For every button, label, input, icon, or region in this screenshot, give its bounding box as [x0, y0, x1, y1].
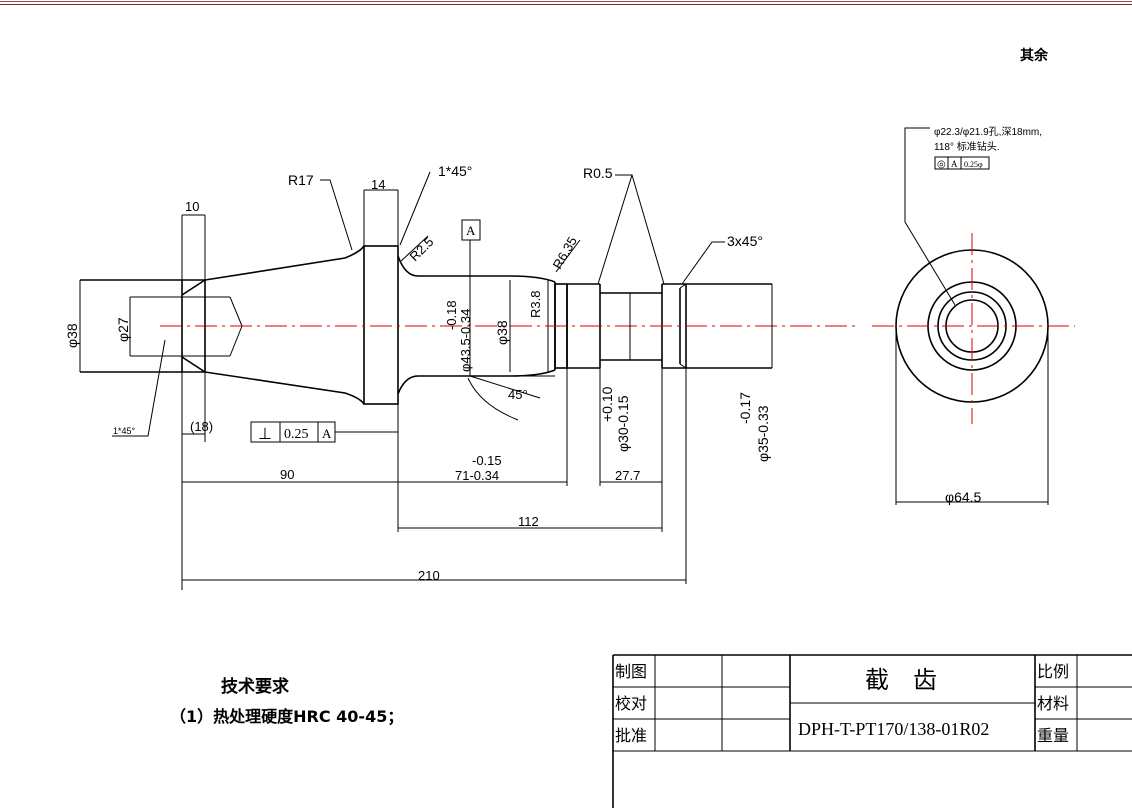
notes-title: 技术要求 [221, 677, 289, 697]
hole-frame-datum: A [951, 159, 958, 169]
title-right-label-material: 材料 [1037, 695, 1069, 713]
perpendicularity-frame: ⊥ 0.25 A [250, 421, 336, 443]
part-outline [80, 245, 772, 405]
label-112: 112 [518, 514, 539, 529]
label-d27: φ27 [115, 317, 131, 342]
label-3x45: 3x45° [727, 233, 763, 249]
label-r2-5: R2.5 [407, 234, 437, 264]
label-d35-tol: -0.17 [737, 392, 753, 424]
label-r3-8: R3.8 [528, 291, 543, 318]
label-14: 14 [371, 177, 385, 192]
title-row-label-checked: 校对 [615, 695, 647, 713]
tolerance-value: 0.25 [284, 427, 309, 442]
datum-a: A [466, 223, 476, 238]
label-angle-45: 45° [508, 387, 528, 402]
title-row-label-approved: 批准 [615, 727, 647, 745]
hole-frame-value: 0.25φ [964, 160, 983, 169]
hole-note-line1: φ22.3/φ21.9孔,深18mm, [934, 126, 1042, 138]
drawing-number: DPH-T-PT170/138-01R02 [798, 719, 989, 739]
label-d38-mid: φ38 [494, 320, 510, 345]
hole-note-line2: 118° 标准钻头. [934, 140, 1000, 153]
label-18: (18) [190, 419, 213, 434]
notes-line1: （1）热处理硬度HRC 40-45； [170, 707, 404, 726]
label-r17: R17 [288, 172, 314, 188]
label-90: 90 [280, 467, 294, 482]
concentricity-symbol: ◎ [937, 159, 946, 170]
label-71: 71-0.34 [455, 468, 499, 483]
part-name: 截 齿 [865, 667, 937, 694]
label-d35: φ35-0.33 [755, 405, 771, 462]
label-d38-left: φ38 [64, 323, 80, 348]
label-27-7: 27.7 [615, 468, 640, 483]
label-d30-tol: +0.10 [599, 386, 615, 422]
label-d43-5-tol: -0.18 [444, 300, 459, 330]
title-right-label-weight: 重量 [1037, 727, 1069, 745]
label-d30: φ30-0.15 [615, 395, 631, 452]
title-block [612, 654, 1132, 808]
label-1x45-top: 1*45° [438, 163, 472, 179]
technical-requirements: 技术要求 （1）热处理硬度HRC 40-45； [170, 672, 470, 727]
label-71-tol: -0.15 [472, 453, 502, 468]
label-1x45-bottom: 1*45° [113, 426, 136, 436]
datum-a-box [461, 219, 481, 241]
title-right-label-scale: 比例 [1037, 663, 1069, 681]
hole-note: φ22.3/φ21.9孔,深18mm, 118° 标准钻头. ◎ A 0.25φ [934, 126, 1042, 170]
tolerance-datum: A [322, 426, 332, 441]
top-right-note: 其余 [1020, 47, 1049, 63]
title-row-label-drawn: 制图 [615, 663, 647, 681]
label-r6-35: R6.35 [550, 234, 580, 272]
label-210: 210 [418, 568, 440, 583]
side-view [872, 127, 1075, 505]
perpendicular-symbol: ⊥ [258, 426, 272, 443]
label-d43-5: φ43.5-0.34 [458, 309, 473, 372]
dimension-lines [79, 171, 773, 590]
label-r0-5: R0.5 [583, 165, 613, 181]
label-d64-5: φ64.5 [945, 489, 982, 505]
label-10: 10 [185, 199, 199, 214]
